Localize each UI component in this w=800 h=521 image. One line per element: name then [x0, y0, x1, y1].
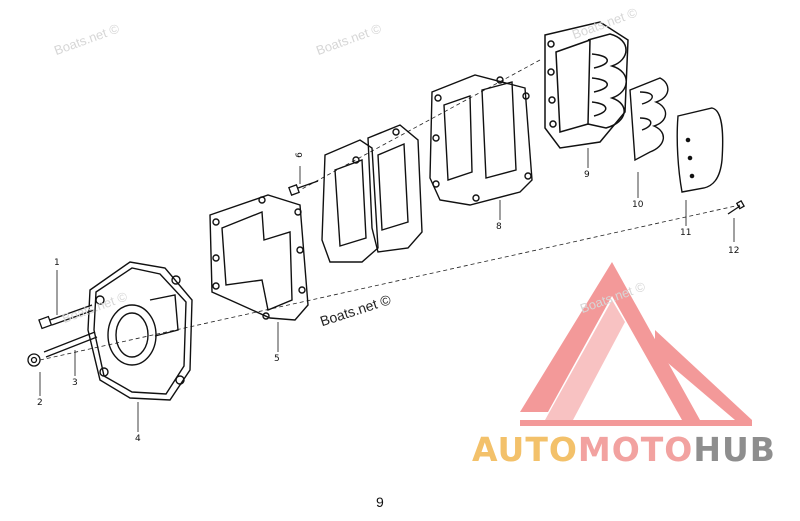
part-label-5: 5	[274, 354, 280, 364]
part-2-nut	[27, 353, 41, 367]
part-10-reed-petals	[629, 77, 669, 162]
part-label-11: 11	[680, 228, 692, 238]
part-4-adapter-housing	[87, 261, 193, 401]
part-label-1: 1	[54, 258, 60, 268]
part-11-reed-stop	[676, 107, 724, 193]
part-5-gasket	[209, 194, 309, 321]
leader-lines	[39, 148, 735, 432]
part-6-screw	[288, 180, 319, 196]
part-12-screw	[727, 200, 745, 215]
brand-part-hub: HUB	[693, 430, 776, 469]
part-9-reed-cage	[544, 21, 629, 149]
part-reed-block	[321, 124, 423, 263]
part-label-9: 9	[584, 170, 590, 180]
part-label-10: 10	[632, 200, 644, 210]
part-3-stud	[43, 331, 98, 358]
part-label-12: 12	[728, 246, 740, 256]
brand-wordmark: AUTOMOTOHUB	[472, 430, 776, 469]
part-label-8: 8	[496, 222, 502, 232]
brand-part-auto: AUTO	[472, 430, 578, 469]
part-label-3: 3	[72, 378, 78, 388]
brand-logo-mark	[520, 262, 752, 426]
page-number: 9	[376, 494, 384, 510]
part-1-bolt	[38, 304, 95, 330]
part-label-2: 2	[37, 398, 43, 408]
part-label-4: 4	[135, 434, 141, 444]
part-label-6: 6	[294, 152, 305, 158]
part-8-gasket	[429, 74, 533, 206]
brand-part-moto: MOTO	[577, 430, 694, 469]
